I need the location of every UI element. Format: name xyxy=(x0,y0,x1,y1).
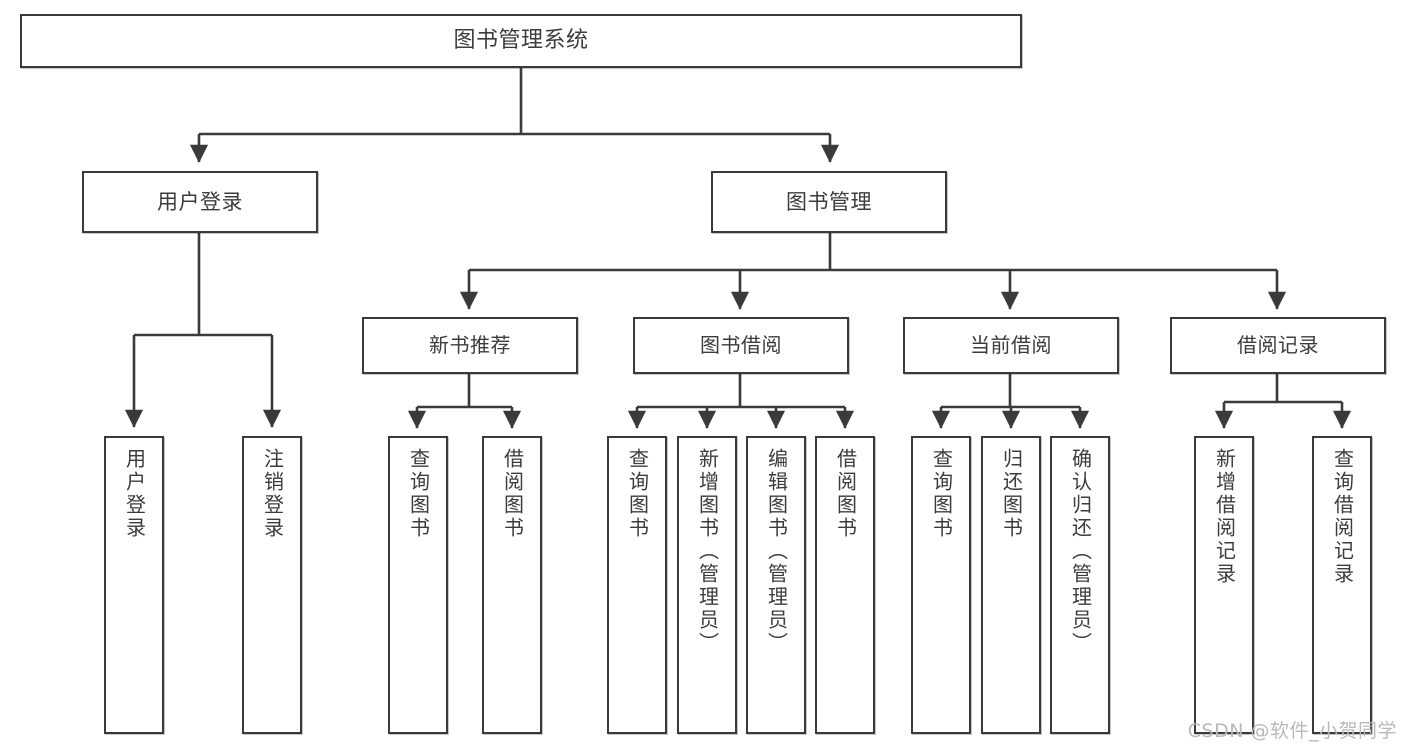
node-new-book-recommend[interactable]: 新书推荐 xyxy=(362,317,578,374)
leaf-borrow-edit-book[interactable]: 编辑图书（管理员） xyxy=(746,436,806,734)
leaf-new-book-query[interactable]: 查询图书 xyxy=(388,436,448,734)
node-root-system[interactable]: 图书管理系统 xyxy=(20,14,1022,68)
node-book-management[interactable]: 图书管理 xyxy=(711,171,947,233)
leaf-record-add[interactable]: 新增借阅记录 xyxy=(1194,436,1254,734)
node-label: 确认归还（管理员） xyxy=(1068,448,1093,655)
csdn-watermark: CSDN @软件_小贺同学 xyxy=(1187,720,1397,742)
node-label: 新书推荐 xyxy=(429,333,511,357)
node-label: 用户登录 xyxy=(122,448,147,540)
leaf-borrow-add-book[interactable]: 新增图书（管理员） xyxy=(677,436,737,734)
node-book-borrow[interactable]: 图书借阅 xyxy=(633,317,849,374)
node-label: 注销登录 xyxy=(260,448,285,540)
node-label: 图书管理系统 xyxy=(453,28,589,54)
node-label: 借阅记录 xyxy=(1237,333,1319,357)
leaf-current-confirm-return[interactable]: 确认归还（管理员） xyxy=(1050,436,1110,734)
leaf-new-book-borrow[interactable]: 借阅图书 xyxy=(482,436,542,734)
leaf-current-query-book[interactable]: 查询图书 xyxy=(911,436,971,734)
node-label: 借阅图书 xyxy=(833,448,858,540)
node-current-borrow[interactable]: 当前借阅 xyxy=(903,317,1119,374)
node-label: 借阅图书 xyxy=(500,448,525,540)
leaf-borrow-borrow-book[interactable]: 借阅图书 xyxy=(815,436,875,734)
node-borrow-record[interactable]: 借阅记录 xyxy=(1170,317,1386,374)
node-label: 新增借阅记录 xyxy=(1212,448,1237,586)
node-label: 归还图书 xyxy=(999,448,1024,540)
leaf-user-login-logout[interactable]: 注销登录 xyxy=(242,436,302,734)
leaf-record-query[interactable]: 查询借阅记录 xyxy=(1312,436,1372,734)
node-user-login[interactable]: 用户登录 xyxy=(82,171,318,233)
node-label: 新增图书（管理员） xyxy=(695,448,720,655)
node-label: 当前借阅 xyxy=(970,333,1052,357)
node-label: 查询借阅记录 xyxy=(1330,448,1355,586)
leaf-borrow-query-book[interactable]: 查询图书 xyxy=(607,436,667,734)
leaf-user-login-login[interactable]: 用户登录 xyxy=(104,436,164,734)
leaf-current-return-book[interactable]: 归还图书 xyxy=(981,436,1041,734)
node-label: 编辑图书（管理员） xyxy=(764,448,789,655)
node-label: 图书管理 xyxy=(786,189,872,214)
node-label: 用户登录 xyxy=(157,189,243,214)
node-label: 查询图书 xyxy=(625,448,650,540)
node-label: 查询图书 xyxy=(406,448,431,540)
node-label: 查询图书 xyxy=(929,448,954,540)
node-label: 图书借阅 xyxy=(700,333,782,357)
